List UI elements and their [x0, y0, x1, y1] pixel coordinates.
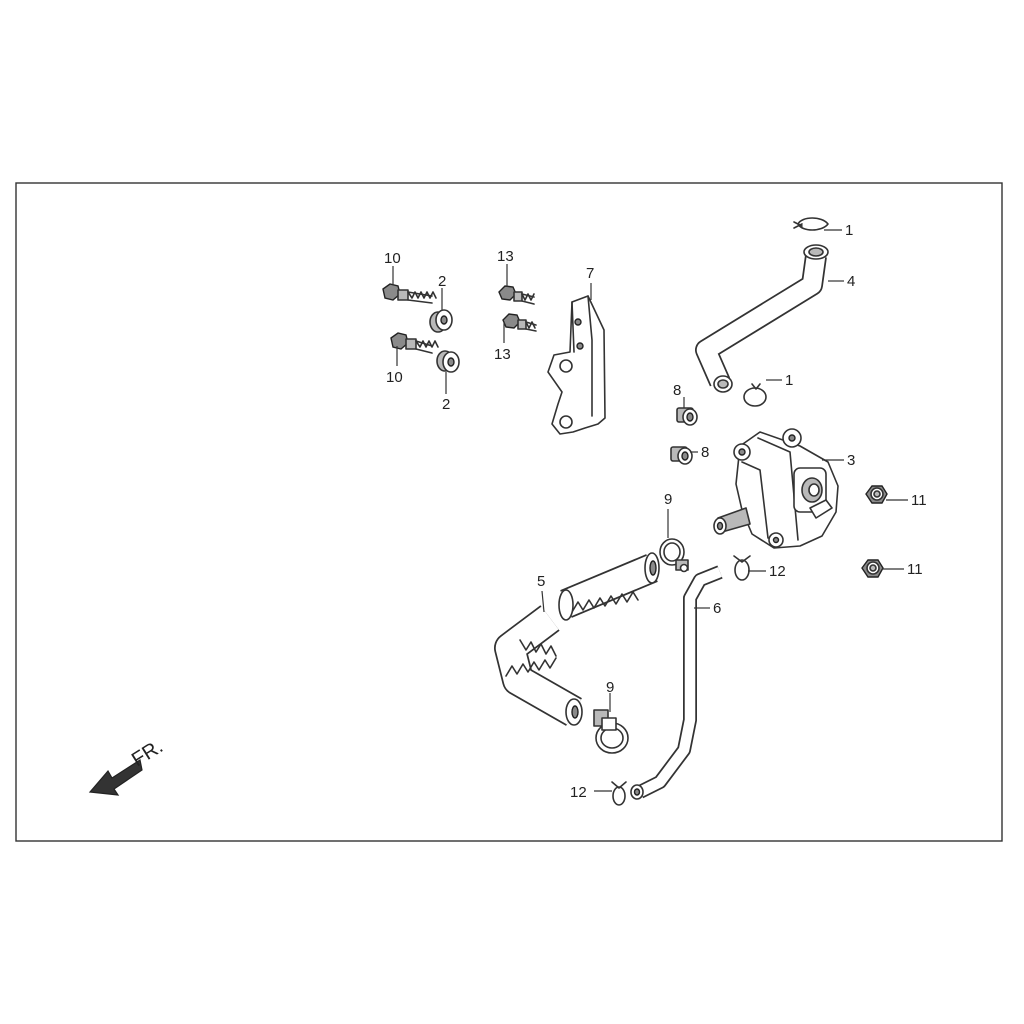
fuel-pump-3	[713, 428, 839, 549]
callout-8-lower: 8	[701, 444, 709, 461]
callout-13-lower: 13	[494, 346, 511, 363]
clamp-9-lower	[593, 709, 629, 754]
hose-5	[494, 552, 660, 726]
callout-5: 5	[537, 573, 545, 590]
clip-1-lower	[743, 383, 767, 407]
grommet-8-lower	[670, 446, 693, 465]
bracket-7	[547, 295, 606, 435]
clip-1-upper	[793, 217, 829, 231]
bolt-10-upper	[382, 283, 437, 304]
clamp-9-upper	[659, 538, 689, 573]
callout-4: 4	[847, 273, 855, 290]
callout-13-upper: 13	[497, 248, 514, 265]
clip-12-lower	[611, 781, 627, 806]
collar-2-lower	[436, 350, 460, 373]
bolt-10-lower	[390, 332, 439, 354]
callout-11-lower: 11	[907, 561, 923, 578]
callout-1-lower: 1	[785, 372, 793, 389]
nut-11-upper	[865, 485, 888, 504]
tube-6	[630, 565, 723, 800]
callout-11-upper: 11	[911, 492, 927, 509]
callout-9-upper: 9	[664, 491, 672, 508]
callout-2-lower: 2	[442, 396, 450, 413]
tube-4	[695, 244, 829, 393]
callout-12-lower: 12	[570, 784, 587, 801]
diagram-frame	[15, 182, 1003, 842]
callout-12-upper: 12	[769, 563, 786, 580]
clip-12-upper	[733, 555, 751, 581]
callout-10-upper: 10	[384, 250, 401, 267]
callout-3: 3	[847, 452, 855, 469]
leader-lines	[392, 229, 908, 792]
callout-8-upper: 8	[673, 382, 681, 399]
nut-11-lower	[861, 559, 884, 578]
callout-7: 7	[586, 265, 594, 282]
callout-10-lower: 10	[386, 369, 403, 386]
grommet-8-upper	[676, 407, 698, 426]
callout-1-upper: 1	[845, 222, 853, 239]
collar-2-upper	[429, 309, 453, 333]
screw-13-upper	[498, 285, 535, 305]
callout-2-upper: 2	[438, 273, 446, 290]
front-arrow-icon	[88, 759, 143, 796]
screw-13-lower	[502, 313, 537, 332]
callout-9-lower: 9	[606, 679, 614, 696]
callout-6: 6	[713, 600, 721, 617]
